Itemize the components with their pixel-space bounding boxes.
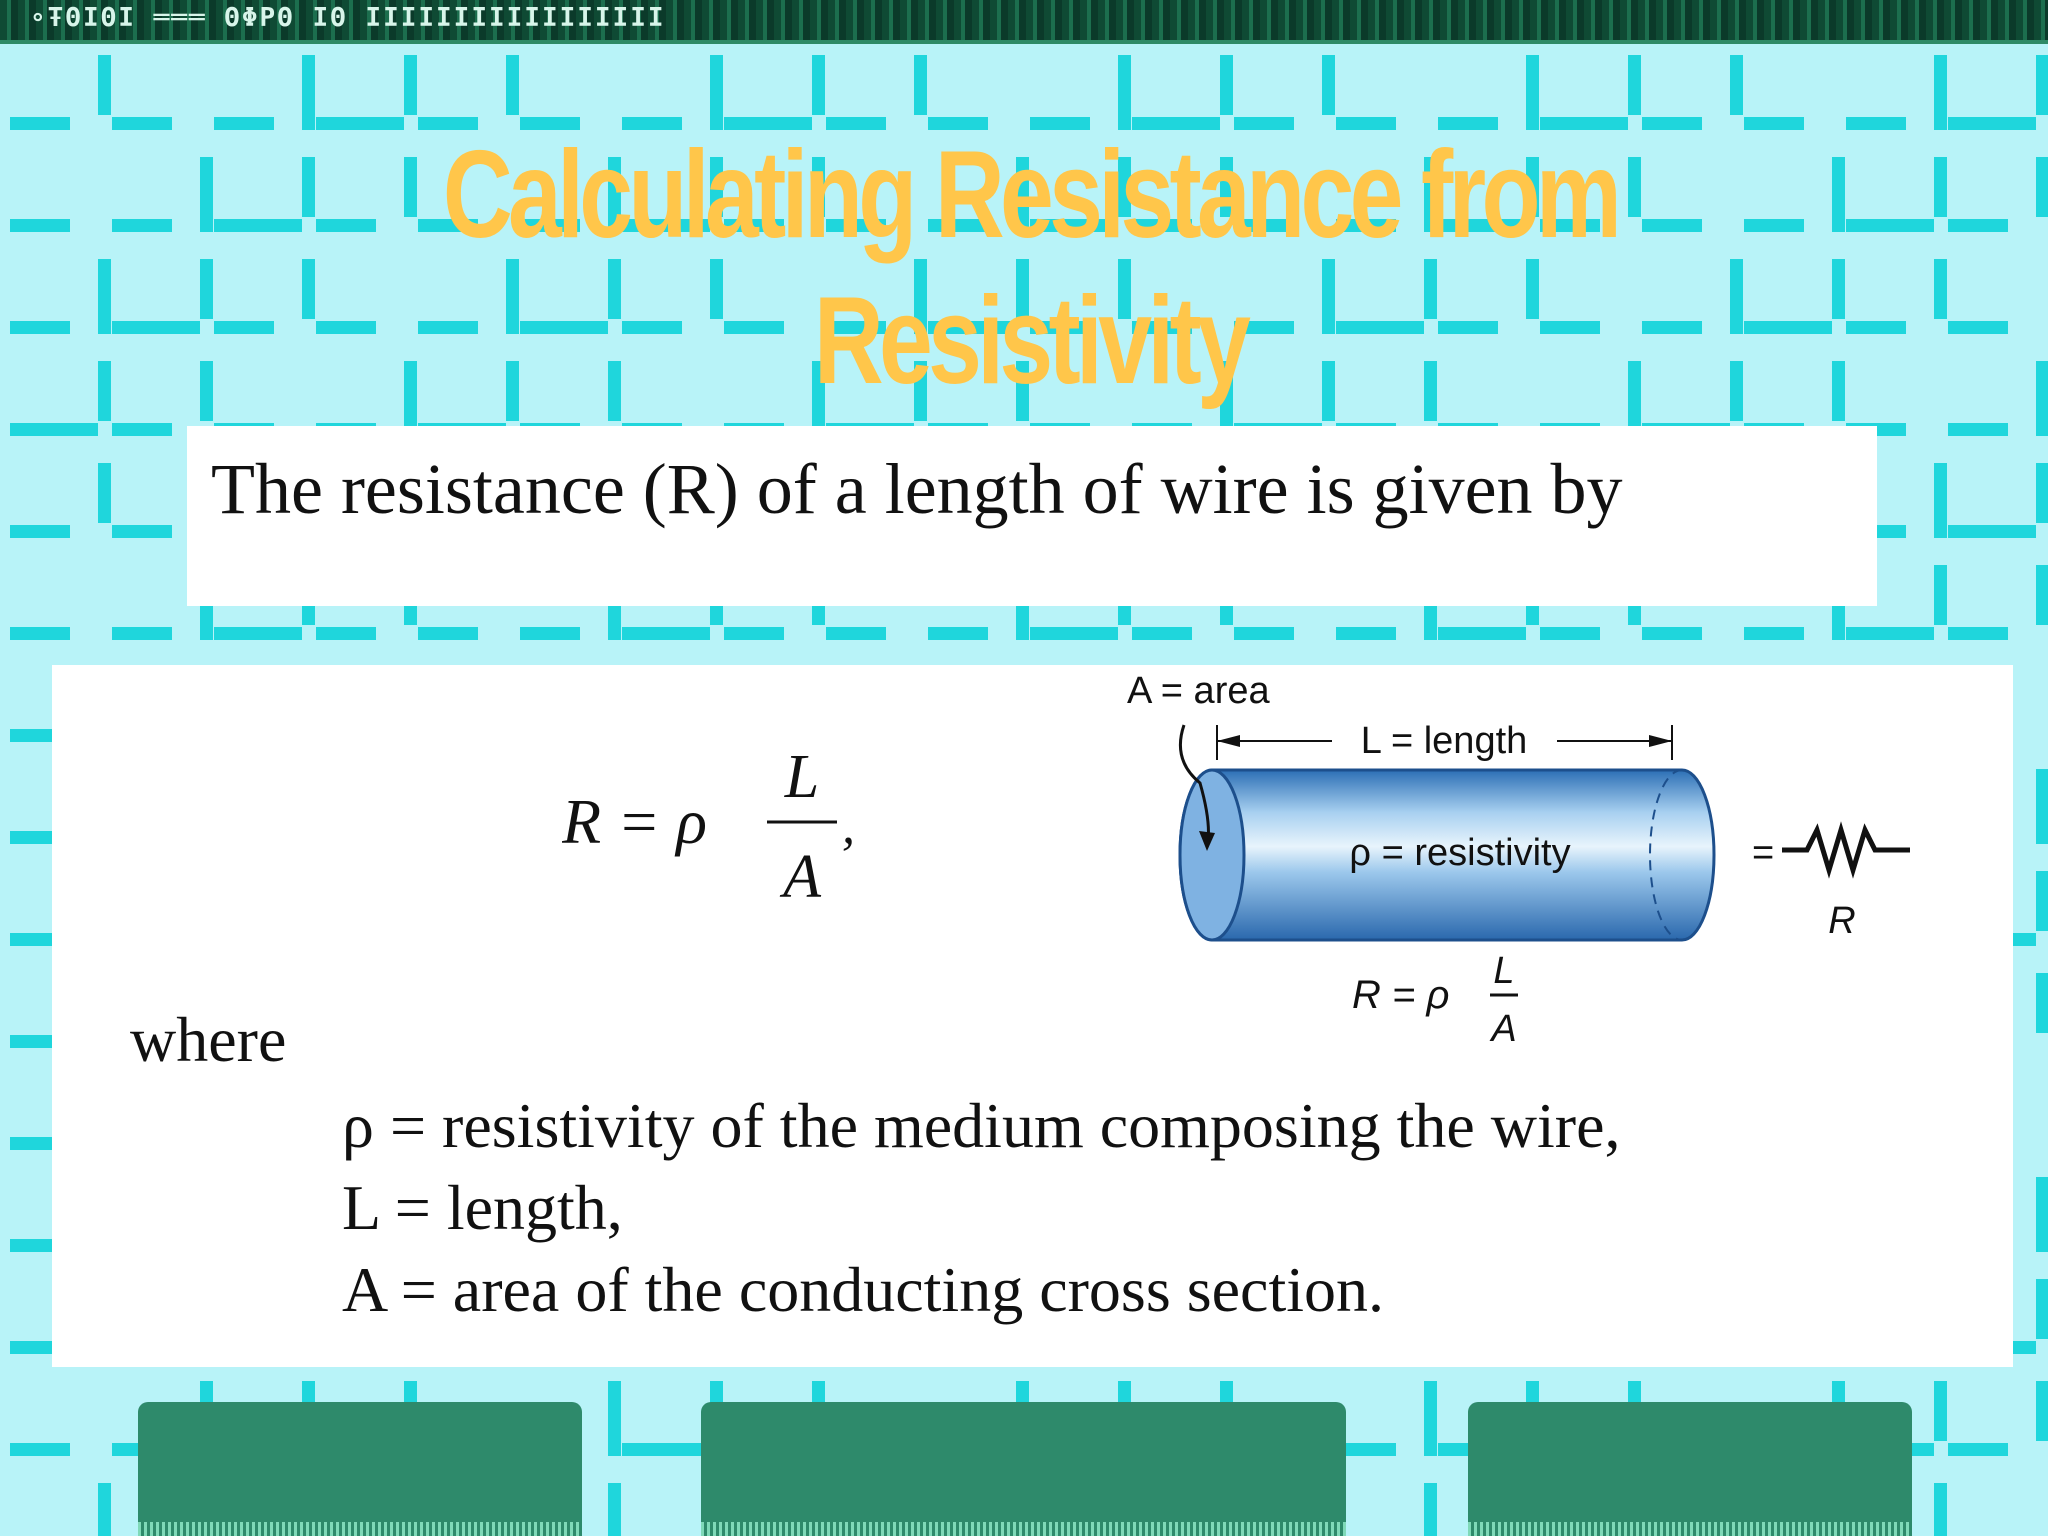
definition-resistivity: ρ = resistivity of the medium composing … — [342, 1090, 1621, 1161]
diagram-formula-num: L — [1493, 950, 1514, 992]
diagram-formula-lhs: R = ρ — [1352, 973, 1449, 1017]
top-decorative-band: ∘ŦΘΙΘΙ ═══ ΘΦΡΘ ΙΘ ΙΙΙΙΙΙΙΙΙΙΙΙΙΙΙΙΙ — [0, 0, 2048, 44]
diagram-area-label: A = area — [1127, 670, 1270, 712]
diagram-formula-den: A — [1489, 1008, 1516, 1050]
nav-button-center[interactable] — [701, 1402, 1346, 1536]
formula-suffix: , — [842, 798, 855, 855]
intro-panel: The resistance (R) of a length of wire i… — [187, 426, 1877, 606]
definition-length: L = length, — [342, 1172, 623, 1243]
nav-button-right[interactable] — [1468, 1402, 1912, 1536]
cylinder-end-face — [1178, 768, 1246, 942]
nav-button-left[interactable] — [138, 1402, 582, 1536]
definitions-list: ρ = resistivity of the medium composing … — [342, 1085, 1621, 1331]
resistance-formula: R = ρ L A , — [562, 743, 855, 911]
formula-denominator: A — [779, 843, 822, 911]
diagram-equals: = — [1752, 832, 1774, 874]
length-arrowhead-left — [1217, 735, 1240, 747]
resistor-symbol — [1782, 821, 1910, 879]
area-pointer-arrow — [1178, 724, 1210, 848]
formula-numerator: L — [784, 743, 819, 811]
length-arrowhead-right — [1649, 735, 1672, 747]
where-label: where — [130, 1004, 287, 1075]
content-panel: R = ρ L A , A = area L = length ρ = resi — [52, 665, 2013, 1367]
diagram-resistor-label: R — [1828, 900, 1855, 942]
formula-lhs: R = ρ — [562, 786, 707, 857]
top-band-glyphs: ∘ŦΘΙΘΙ ═══ ΘΦΡΘ ΙΘ ΙΙΙΙΙΙΙΙΙΙΙΙΙΙΙΙΙ — [30, 3, 666, 33]
diagram-resistivity-label: ρ = resistivity — [1349, 832, 1570, 874]
definition-area: A = area of the conducting cross section… — [342, 1254, 1384, 1325]
wire-diagram: A = area L = length ρ = resistivity = R … — [1127, 670, 1910, 1050]
diagram-length-label: L = length — [1361, 720, 1528, 762]
intro-text: The resistance (R) of a length of wire i… — [211, 449, 1623, 529]
slide-title: Calculating Resistance from Resistivity — [442, 126, 1622, 410]
